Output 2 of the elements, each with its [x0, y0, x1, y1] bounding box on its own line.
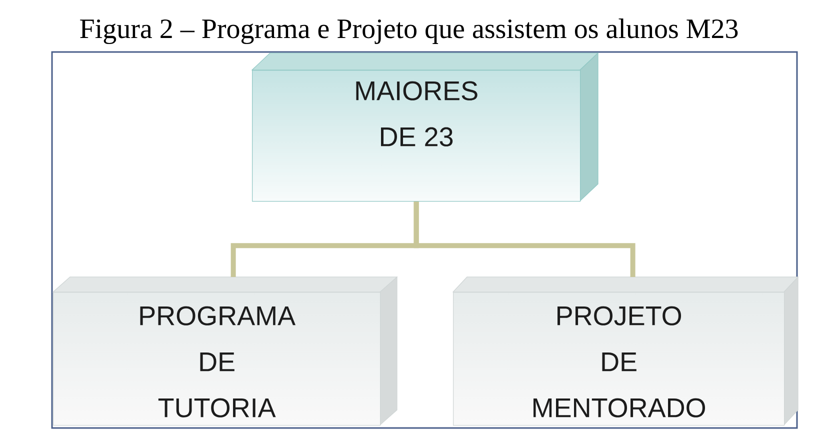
title: Figura 2 – Programa e Projeto que assistem os alunos M23 [80, 18, 738, 44]
connector-line [414, 202, 636, 277]
